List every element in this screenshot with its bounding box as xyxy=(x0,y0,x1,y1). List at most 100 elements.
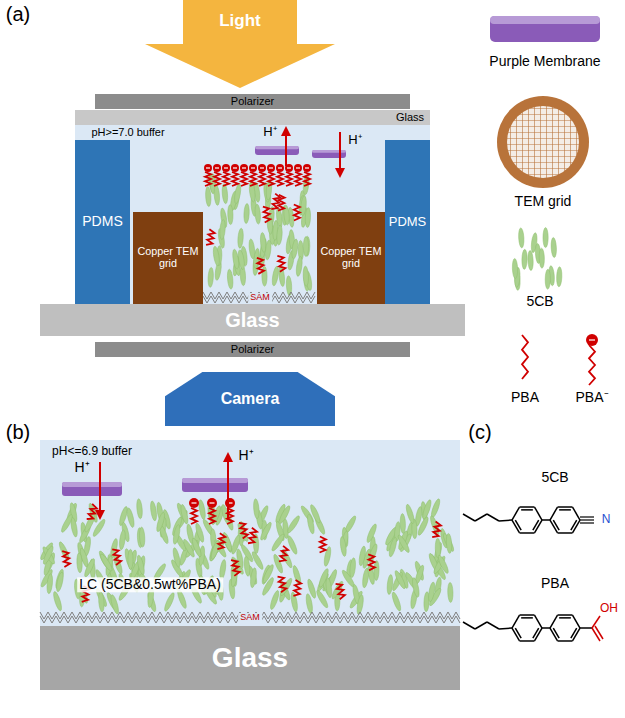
layer-box: Polarizer xyxy=(95,342,410,357)
pba-molecule xyxy=(432,522,441,539)
lc-molecule xyxy=(126,507,136,528)
pba-molecule xyxy=(368,554,375,570)
charge-mark xyxy=(210,502,215,503)
pba-molecule xyxy=(277,172,283,186)
legend-text: PBA xyxy=(511,390,539,405)
charge-mark xyxy=(242,167,246,168)
label-text: (b) xyxy=(6,421,30,443)
chemical-bond xyxy=(573,507,581,520)
lc-molecule xyxy=(46,573,53,593)
lc-molecule xyxy=(391,591,403,612)
layer-box: PDMS xyxy=(75,140,130,304)
chemical-bond xyxy=(553,628,559,638)
lc-molecule xyxy=(243,556,250,576)
lc-molecule xyxy=(543,228,548,248)
pba-molecule xyxy=(589,345,595,385)
lc-molecule xyxy=(265,240,272,260)
chemical-bond xyxy=(520,506,535,508)
lc-molecule xyxy=(83,558,96,578)
chemical-bond xyxy=(475,514,487,521)
pba-anion-head xyxy=(294,164,302,172)
chemical-bond xyxy=(512,507,520,520)
node-label: Glass xyxy=(396,111,424,123)
chemical-bond xyxy=(512,615,520,628)
chemical-bond xyxy=(475,622,487,629)
pba-molecule xyxy=(231,559,240,576)
purple-membrane xyxy=(182,478,248,483)
chemical-bond xyxy=(487,622,499,629)
proton-arrow xyxy=(227,454,229,518)
lc-molecule xyxy=(545,269,550,289)
lc-molecule xyxy=(55,572,64,593)
pba-anion-head xyxy=(303,164,311,172)
chemical-bond xyxy=(520,640,535,642)
lc-molecule xyxy=(139,527,145,547)
pba-molecule xyxy=(214,172,220,186)
chemical-bond xyxy=(520,532,535,534)
lc-molecule xyxy=(149,501,157,522)
charge-mark xyxy=(192,502,197,503)
lc-molecule xyxy=(339,536,347,557)
charge-mark xyxy=(305,167,309,168)
lc-molecule xyxy=(250,568,258,589)
chemical-bond xyxy=(487,514,499,521)
chemical-bond xyxy=(533,520,539,530)
pba-anion-head xyxy=(258,164,266,172)
purple-membrane xyxy=(490,16,600,42)
lc-molecule xyxy=(221,184,228,204)
chemical-bond xyxy=(550,507,558,520)
lc-molecule xyxy=(270,533,286,552)
pba-anion-head xyxy=(222,164,230,172)
charge-mark xyxy=(296,167,300,168)
lc-molecule xyxy=(276,225,283,245)
pba-molecule xyxy=(87,504,98,521)
proton-arrow xyxy=(339,132,341,176)
lc-molecule xyxy=(210,539,221,560)
tem-grid-mesh xyxy=(507,106,579,178)
lc-molecule xyxy=(539,248,545,268)
pba-molecule xyxy=(304,172,310,186)
pba-anion-head xyxy=(204,164,212,172)
lc-molecule xyxy=(405,504,416,525)
charge-mark xyxy=(233,167,237,168)
pba-molecule xyxy=(250,172,256,186)
chemical-bond xyxy=(463,622,475,629)
lc-molecule xyxy=(76,553,82,573)
chemical-bond xyxy=(580,516,594,517)
label-text: LC (5CB&0.5wt%PBA) xyxy=(77,577,223,592)
lc-molecule xyxy=(411,577,420,598)
lc-molecule xyxy=(214,185,221,205)
layer-box: PDMS xyxy=(385,140,430,304)
charge-mark xyxy=(251,167,255,168)
node-label: PDMS xyxy=(82,214,122,229)
generated-strokes xyxy=(39,128,603,641)
pba-molecule xyxy=(206,229,215,246)
pba-molecule xyxy=(223,172,229,186)
label-text: pH<=6.9 buffer xyxy=(52,445,132,458)
chemical-bond xyxy=(499,520,512,521)
chemical-bond xyxy=(533,628,539,638)
lc-molecule xyxy=(205,186,211,206)
legend-text: Purple Membrane xyxy=(489,54,600,69)
lc-molecule xyxy=(109,594,120,615)
pba-molecule xyxy=(263,206,271,223)
camera-outline xyxy=(165,372,335,426)
lc-molecule xyxy=(208,267,214,287)
label-text: (a) xyxy=(6,3,30,25)
lc-molecule xyxy=(233,183,242,204)
pba-anion-head xyxy=(189,498,199,508)
pba-molecule xyxy=(293,580,301,597)
chemical-bond xyxy=(580,627,592,629)
chemical-bond xyxy=(520,614,535,616)
label-text: SAM xyxy=(248,293,272,303)
chemical-bond xyxy=(542,627,550,629)
lc-molecule xyxy=(271,266,279,287)
lc-molecule xyxy=(286,535,299,555)
purple-membrane xyxy=(182,478,248,492)
chemical-bond xyxy=(558,614,573,616)
pba-molecule xyxy=(336,582,346,599)
pba-anion-head xyxy=(249,164,257,172)
pba-molecule xyxy=(205,172,211,186)
lc-molecule xyxy=(261,576,275,596)
